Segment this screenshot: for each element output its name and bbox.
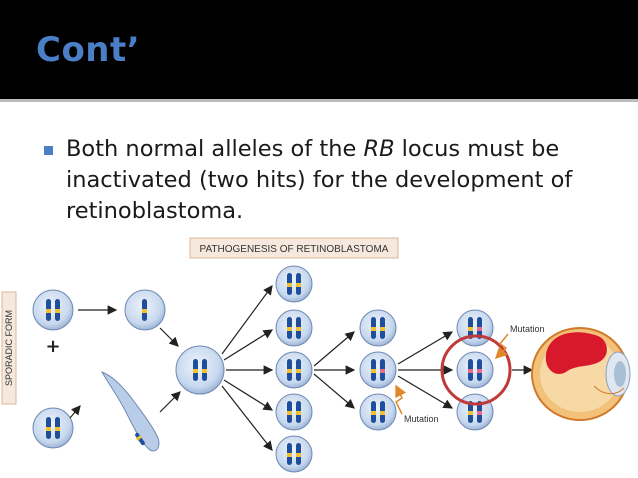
zygote-cell [175,345,225,395]
bullet-text-italic: RB [363,136,395,162]
slide-title: Cont’ [36,30,141,70]
title-divider [0,99,638,102]
mutation-label-bottom: Mutation [404,414,439,424]
figure-heading-text: PATHOGENESIS OF RETINOBLASTOMA [200,244,389,255]
cell-top-left [32,289,74,331]
cell-column-3 [275,265,313,473]
bullet-text-part-1: Both normal alleles of the [66,136,364,162]
sperm-cell [100,371,160,452]
bullet-marker-icon [44,146,53,155]
bullet-text: Both normal alleles of the RB locus must… [66,134,626,227]
cell-column-4 [359,309,397,431]
bullet-text-part-2: locus must be inactivated (two hits) for… [66,136,573,224]
slide-content [0,102,638,478]
cell-top-second [124,289,166,331]
cell-bottom-left [32,407,74,449]
plus-sign: + [45,336,60,357]
eye-with-tumor-icon [531,327,631,421]
figure-heading: PATHOGENESIS OF RETINOBLASTOMA [189,237,399,259]
mutation-label-top: Mutation [510,324,545,334]
side-label-text: SPORADIC FORM [4,310,14,386]
retinoblastoma-figure: PATHOGENESIS OF RETINOBLASTOMA SPORADIC … [1,237,631,473]
title-bar: Cont’ [0,0,638,100]
highlight-circle [440,334,512,406]
side-label: SPORADIC FORM [1,291,17,405]
cell-column-5 [456,309,494,431]
